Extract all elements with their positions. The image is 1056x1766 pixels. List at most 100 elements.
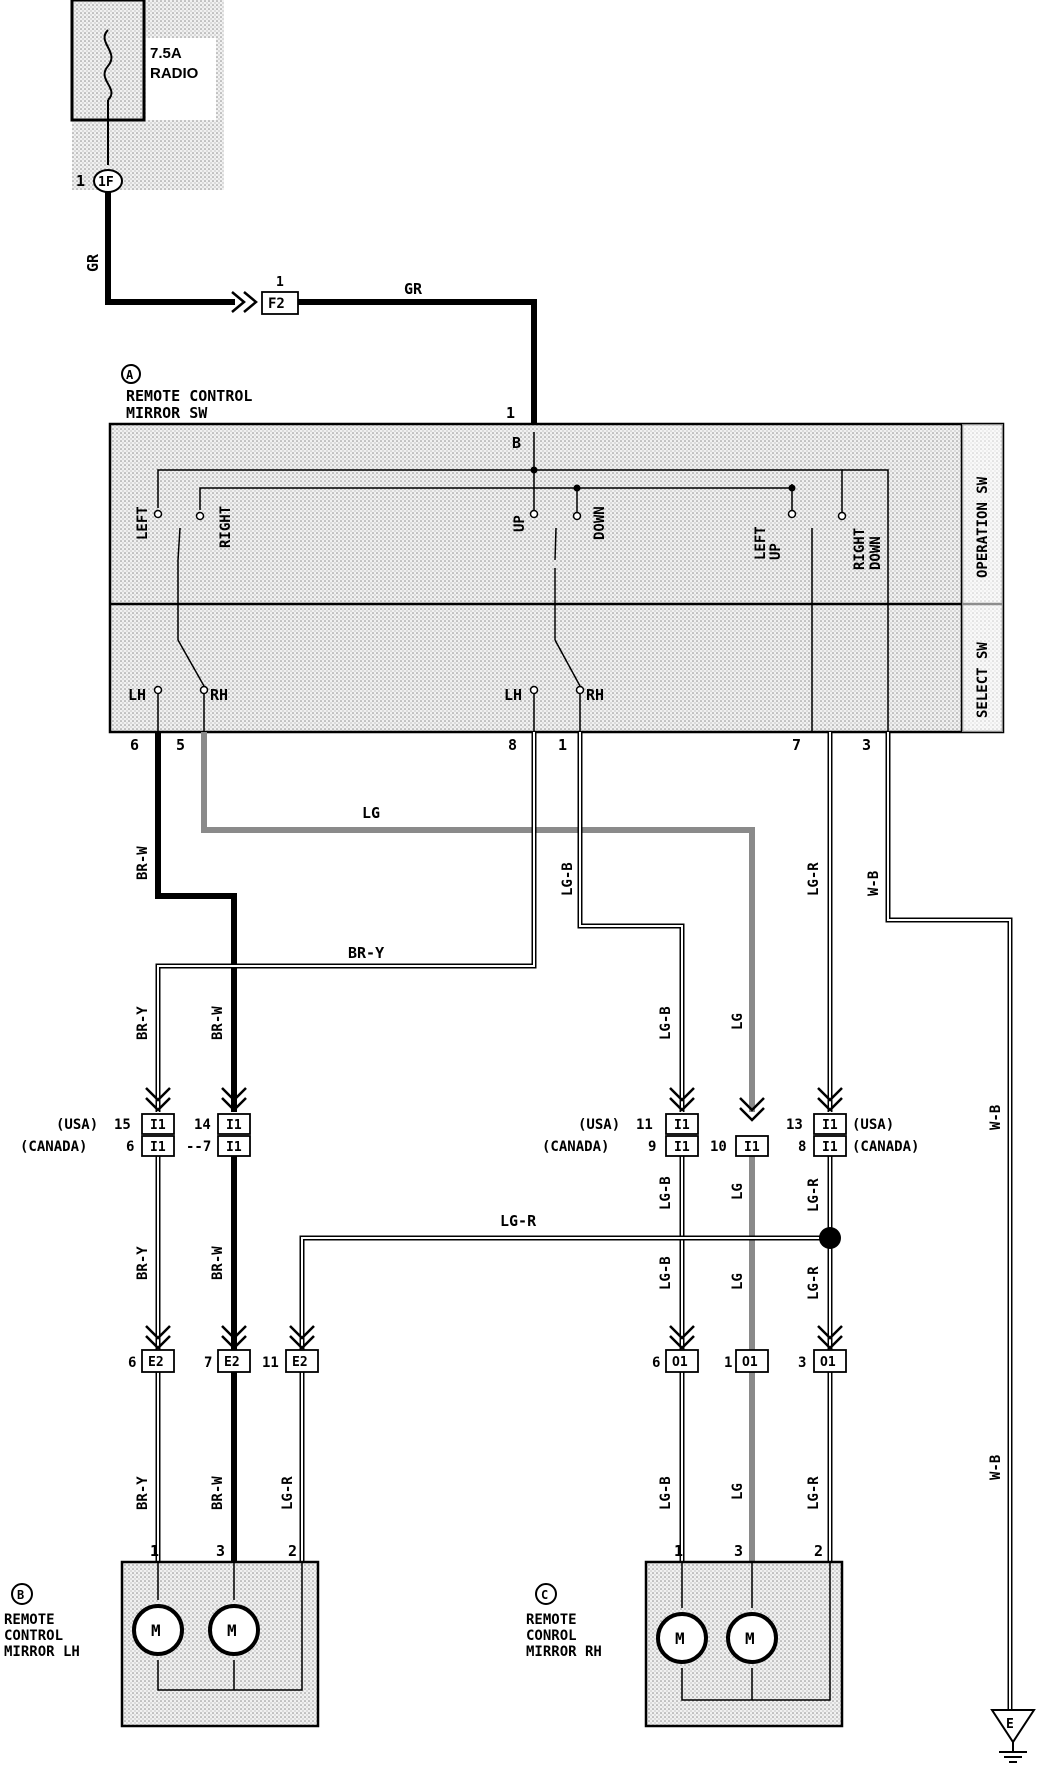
mirror-lh-line2: CONTROL (4, 1628, 63, 1644)
connector-i1-r1-canada (665, 1135, 699, 1157)
op-right-label: RIGHT (218, 506, 234, 548)
i1-r2-pin: 10 (710, 1139, 727, 1155)
connector-1f-pin: 1 (76, 172, 85, 190)
switch-pin-1-bottom: 1 (558, 736, 567, 754)
connector-e2-pin7 (217, 1349, 251, 1373)
wire-label-lg-b-3: LG-B (658, 1176, 674, 1210)
ground-icon (990, 1709, 1036, 1744)
i1-label-4: I1 (226, 1140, 242, 1155)
connector-i1-midleft-usa (217, 1113, 251, 1135)
f2-arrow-icon (231, 291, 258, 313)
connector-e2-pin6 (141, 1349, 175, 1373)
connector-o1-pin6 (665, 1349, 699, 1373)
select-lh-right: LH (504, 686, 522, 704)
mirror-rh-pin-2: 2 (814, 1542, 823, 1560)
wire-label-lg-3: LG (730, 1183, 746, 1200)
wire-label-gr-2: GR (404, 280, 423, 298)
switch-pin-5: 5 (176, 736, 185, 754)
connector-i1-r3-usa (813, 1113, 847, 1135)
connector-o1-pin3 (813, 1349, 847, 1373)
fuse-icon (103, 29, 113, 101)
wire-label-br-y-3: BR-Y (135, 1246, 151, 1280)
op-left-up-label-2: UP (768, 543, 784, 560)
wire-label-w-b-3: W-B (988, 1455, 1004, 1480)
i1-label-2: I1 (150, 1140, 166, 1155)
o1-label-3: O1 (820, 1355, 836, 1370)
wire-w-b (885, 732, 1013, 1710)
wire-label-lg-b-1: LG-B (560, 862, 576, 896)
i1-left-usa: (USA) (56, 1117, 98, 1133)
i1-left-canada: (CANADA) (20, 1139, 87, 1155)
mirror-rh-pin-3: 3 (734, 1542, 743, 1560)
wire-lg-top (201, 732, 755, 1112)
i1-r1-usa-pin: 11 (636, 1117, 653, 1133)
mirror-lh-pin-2: 2 (288, 1542, 297, 1560)
op-left-up-label-1: LEFT (753, 526, 769, 560)
mirror-rh-badge (535, 1583, 557, 1605)
op-right-down-label-1: RIGHT (852, 528, 868, 570)
mirror-rh-line3: MIRROR RH (526, 1644, 602, 1660)
connector-f2-label: F2 (268, 296, 285, 312)
switch-badge (121, 364, 141, 384)
splice-junction (819, 1227, 841, 1249)
wire-gr-f2 (298, 299, 537, 432)
o1-label-2: O1 (742, 1355, 758, 1370)
connector-i1-midleft-canada (217, 1135, 251, 1157)
switch-badge-letter: A (126, 368, 134, 382)
switch-pin-b: B (512, 434, 521, 452)
operation-sw-label: OPERATION SW (975, 476, 991, 578)
wire-label-br-y-2: BR-Y (135, 1006, 151, 1040)
select-rh-right: RH (586, 686, 604, 704)
connector-1f-label: 1F (98, 175, 114, 190)
i1-r1-canada-pin: 9 (648, 1139, 656, 1155)
e2-label-3: E2 (292, 1355, 308, 1370)
i1-arrows (145, 1087, 843, 1122)
fuse-rating: 7.5A (150, 45, 182, 62)
motor-lh-1-icon (132, 1604, 184, 1656)
motor-lh-2-label: M (227, 1621, 237, 1640)
wire-label-lg-horizontal: LG (362, 804, 380, 822)
connector-i1-r3-canada (813, 1135, 847, 1157)
motor-rh-1-label: M (675, 1629, 685, 1648)
i1-left-canada-pin: 6 (126, 1139, 134, 1155)
connector-i1-r2 (735, 1135, 769, 1157)
o1-pin-3: 3 (798, 1355, 806, 1371)
e2-pin-11: 11 (262, 1355, 279, 1371)
select-rh-left: RH (210, 686, 228, 704)
wire-label-w-b-2: W-B (988, 1105, 1004, 1130)
wire-label-lg-r-5: LG-R (280, 1476, 296, 1510)
connector-e2-pin11 (285, 1349, 319, 1373)
i1-mid-canada-pin: --7 (186, 1139, 211, 1155)
e2-label-1: E2 (148, 1355, 164, 1370)
i1-label-7: I1 (744, 1140, 760, 1155)
i1-mid-usa-pin: 14 (194, 1117, 211, 1133)
wire-label-lg-b-2: LG-B (658, 1006, 674, 1040)
wire-br-y (155, 732, 537, 1562)
wire-label-br-w-1: BR-W (135, 846, 151, 880)
i1-r3-usa-pin: 13 (786, 1117, 803, 1133)
i1-left-usa-pin: 15 (114, 1117, 131, 1133)
mirror-rh-line2: CONROL (526, 1628, 577, 1644)
wire-label-lg-r-1: LG-R (806, 862, 822, 896)
switch-pin-8: 8 (508, 736, 517, 754)
wire-label-lg-b-4: LG-B (658, 1256, 674, 1290)
i1-label-3: I1 (226, 1118, 242, 1133)
mirror-lh-line1: REMOTE (4, 1612, 55, 1628)
i1-r3-usa: (USA) (852, 1117, 894, 1133)
op-up-label: UP (512, 515, 528, 532)
i1-label-5: I1 (674, 1118, 690, 1133)
i1-label-1: I1 (150, 1118, 166, 1133)
wire-label-br-w-2: BR-W (210, 1006, 226, 1040)
mirror-rh-badge-letter: C (541, 1588, 548, 1602)
mirror-lh-line3: MIRROR LH (4, 1644, 80, 1660)
wire-label-br-w-4: BR-W (210, 1476, 226, 1510)
fuse-name: RADIO (150, 65, 199, 82)
mirror-lh-pin-1: 1 (150, 1542, 159, 1560)
wire-label-gr-1: GR (84, 253, 102, 272)
wire-label-lg-r-3: LG-R (806, 1178, 822, 1212)
wire-label-lg-r-4: LG-R (806, 1266, 822, 1300)
wire-gr-fuse (105, 192, 235, 305)
mirror-lh-badge-letter: B (17, 1588, 24, 1602)
